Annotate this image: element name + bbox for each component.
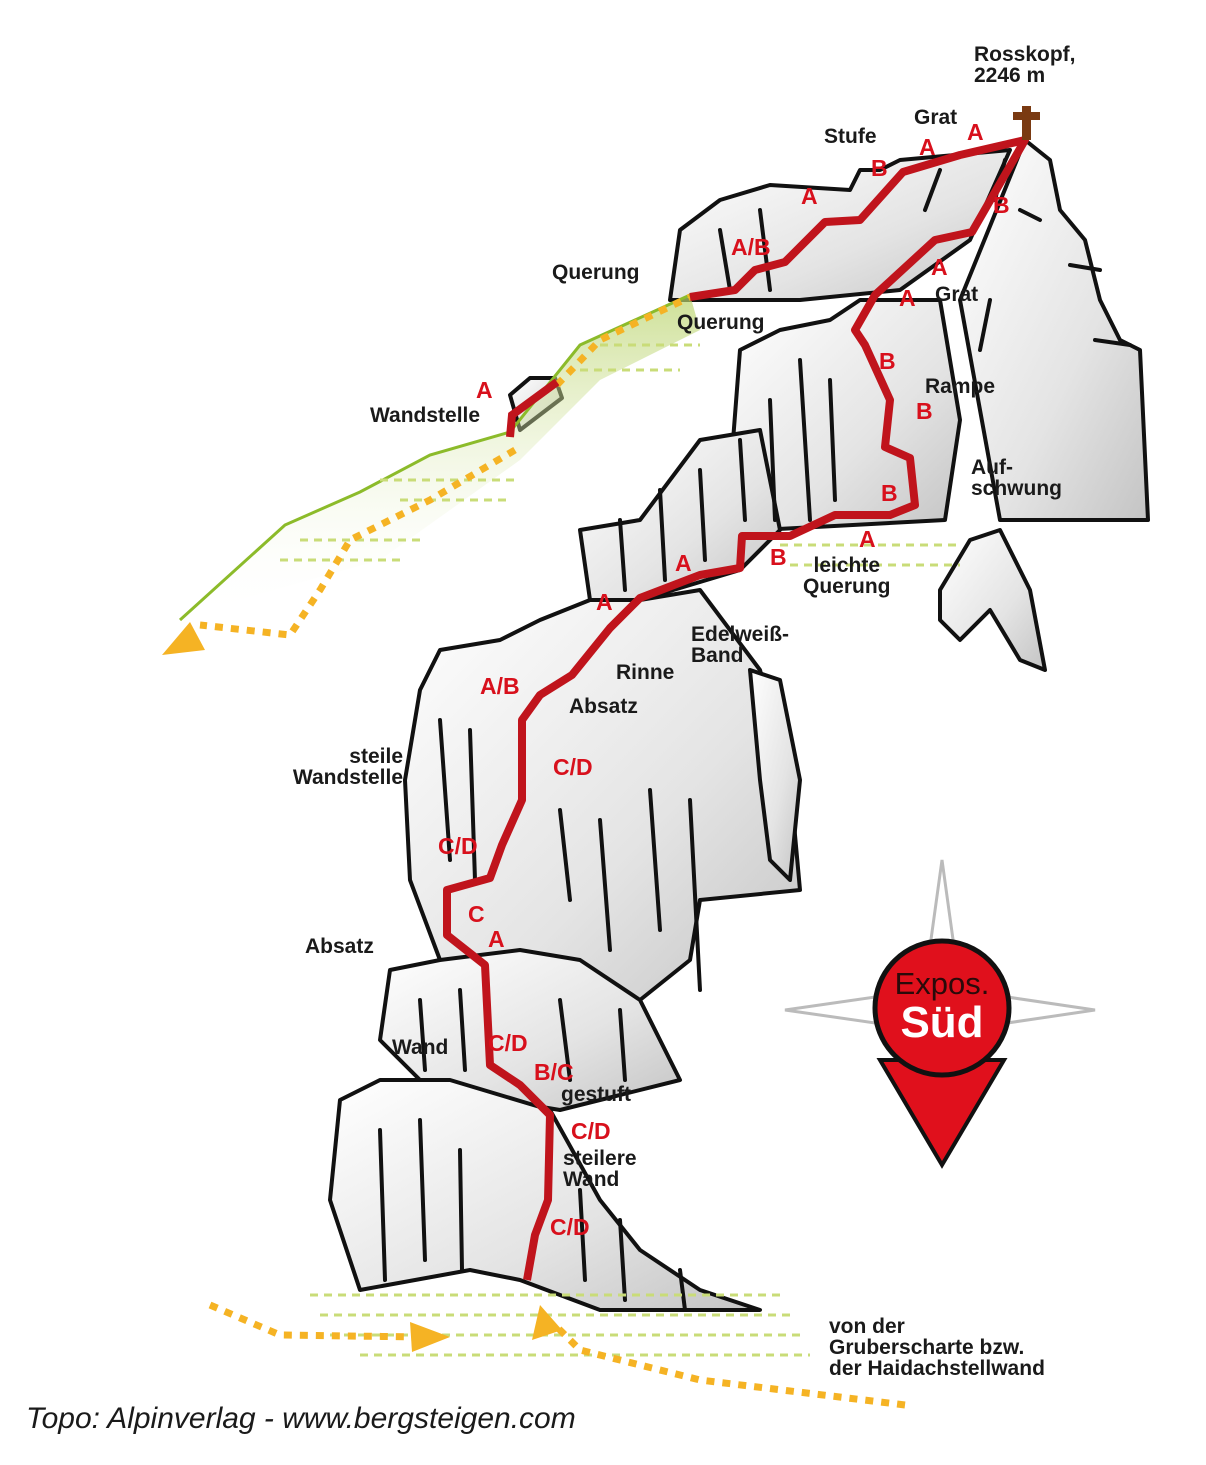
label-grat-right: Grat bbox=[935, 283, 979, 306]
label-wandstelle: Wandstelle bbox=[370, 404, 481, 427]
grade: C/D bbox=[438, 833, 478, 859]
grade: C/D bbox=[571, 1118, 611, 1144]
label-aufschwung: Auf- schwung bbox=[971, 456, 1063, 500]
grade: A/B bbox=[480, 673, 520, 699]
approach-arrowheads bbox=[162, 622, 562, 1352]
label-grat-top: Grat bbox=[914, 106, 958, 129]
grade: A bbox=[919, 134, 936, 160]
grade: A bbox=[859, 526, 876, 552]
grade: A bbox=[967, 119, 984, 145]
grade: A bbox=[931, 254, 948, 280]
summit-label: Rosskopf, 2246 m bbox=[974, 43, 1076, 87]
label-rampe: Rampe bbox=[925, 375, 996, 398]
compass-rose-icon bbox=[784, 859, 1096, 1169]
climbing-route bbox=[443, 136, 1029, 1281]
grade: A bbox=[675, 550, 692, 576]
label-approach: von der Gruberscharte bzw. der Haidachst… bbox=[829, 1315, 1045, 1380]
label-wand: Wand bbox=[392, 1036, 449, 1059]
grade: B bbox=[993, 192, 1010, 218]
climbing-route-wandstelle bbox=[506, 378, 560, 438]
grade: A bbox=[801, 183, 818, 209]
grade: A bbox=[488, 926, 505, 952]
label-rinne: Rinne bbox=[616, 661, 675, 684]
grade: A/B bbox=[731, 234, 771, 260]
rock-formations bbox=[328, 138, 1150, 1312]
label-edelweiss-band: Edelweiß- Band bbox=[691, 623, 790, 667]
label-stufe: Stufe bbox=[824, 125, 877, 148]
label-querung-upper: Querung bbox=[552, 261, 640, 284]
label-steilere-wand: steilere Wand bbox=[563, 1147, 637, 1191]
grade: B/C bbox=[534, 1059, 574, 1085]
credit-text: Topo: Alpinverlag - www.bergsteigen.com bbox=[26, 1402, 576, 1435]
grade: C bbox=[468, 901, 485, 927]
grade: B bbox=[881, 480, 898, 506]
grade: A bbox=[899, 285, 916, 311]
meadow bbox=[178, 293, 960, 1357]
rock-detail-lines bbox=[378, 158, 1132, 1312]
grade: A bbox=[596, 589, 613, 615]
grade: B bbox=[770, 544, 787, 570]
label-querung-lower: Querung bbox=[677, 311, 765, 334]
compass-exposure-label: Expos. bbox=[894, 966, 990, 1001]
label-absatz-lower: Absatz bbox=[305, 935, 374, 958]
label-steile-wandstelle: steile Wandstelle bbox=[292, 745, 403, 789]
label-gestuft: gestuft bbox=[561, 1083, 631, 1106]
approach-paths bbox=[199, 293, 906, 1409]
grade: C/D bbox=[550, 1214, 590, 1240]
grade: C/D bbox=[553, 754, 593, 780]
grade: C/D bbox=[488, 1030, 528, 1056]
label-leichte-querung: leichte Querung bbox=[803, 554, 891, 598]
grade: B bbox=[916, 398, 933, 424]
label-absatz-upper: Absatz bbox=[569, 695, 638, 718]
summit-cross-icon bbox=[1013, 106, 1040, 140]
grade: B bbox=[871, 155, 888, 181]
compass-direction-label: Süd bbox=[900, 998, 984, 1047]
grade: A bbox=[476, 377, 493, 403]
grade: B bbox=[879, 348, 896, 374]
